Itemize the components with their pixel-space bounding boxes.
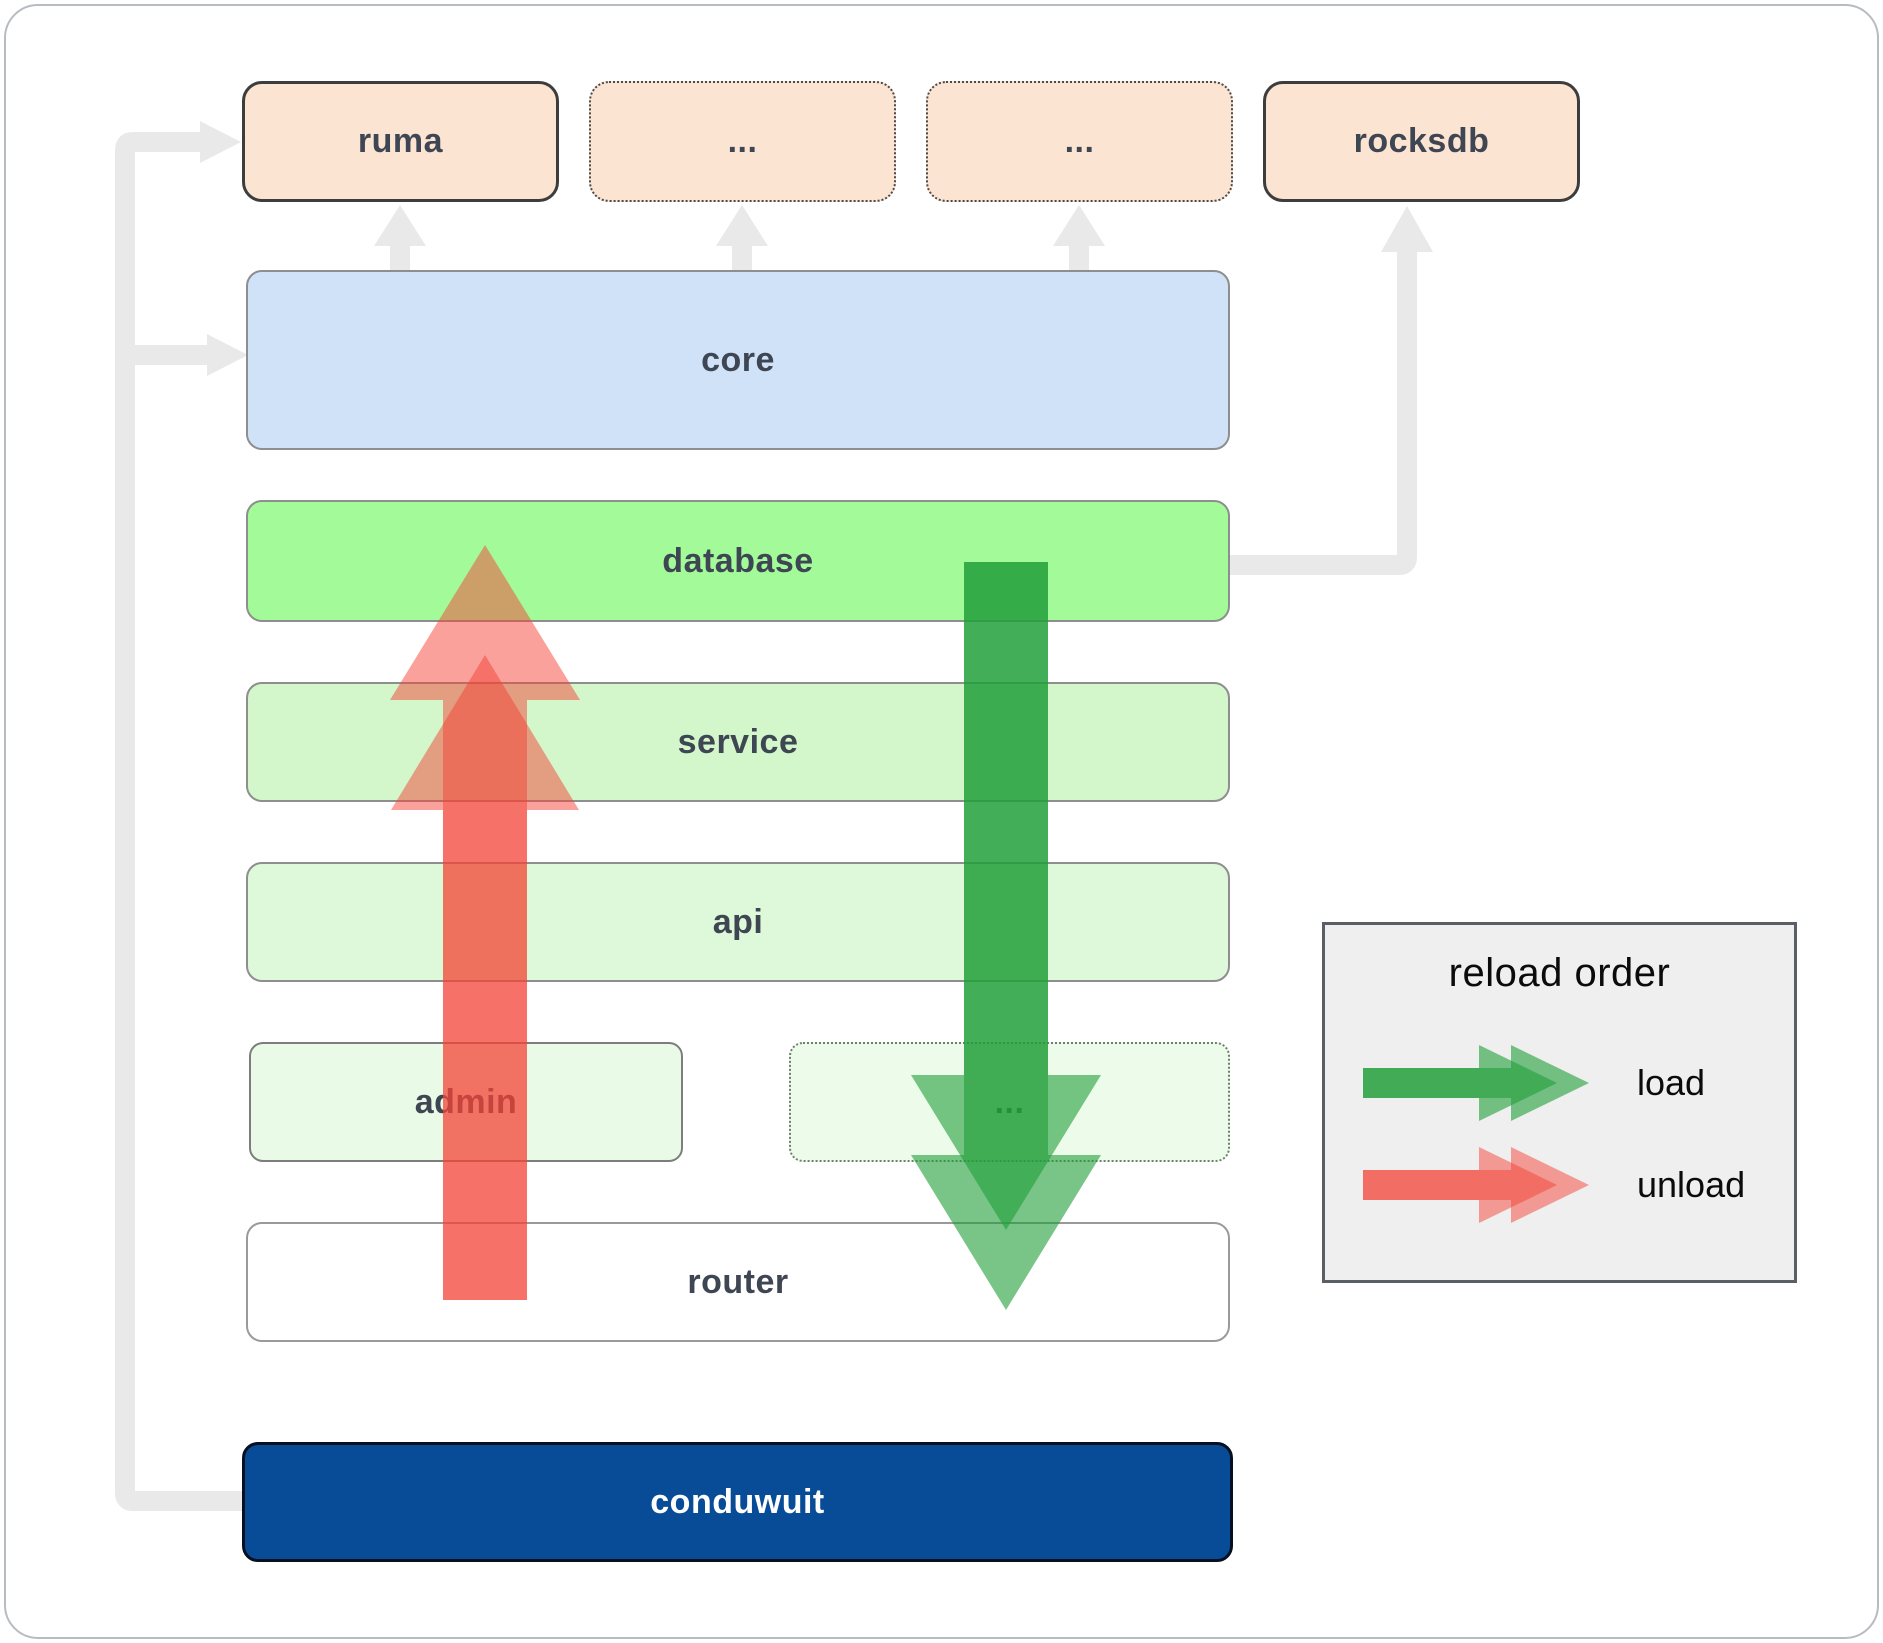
box-core: core: [246, 270, 1230, 450]
box-admin-label: admin: [414, 1082, 518, 1121]
box-core-label: core: [701, 340, 775, 379]
legend-reload-order: reload order load unload: [1322, 922, 1797, 1283]
load-arrow-icon: [1363, 1045, 1589, 1121]
arrowhead-to-ruma-icon: [200, 121, 241, 163]
box-conduwuit: conduwuit: [242, 1442, 1233, 1562]
legend-item-load: load: [1325, 1037, 1794, 1129]
box-rocksdb-label: rocksdb: [1353, 122, 1490, 160]
legend-title: reload order: [1448, 951, 1671, 995]
core-ruma-arrowhead-icon: [374, 205, 426, 246]
box-admin: admin: [249, 1042, 683, 1162]
box-service-label: service: [677, 722, 799, 761]
load-arrow-icon-short: [1363, 1045, 1557, 1121]
legend-load-label: load: [1637, 1062, 1706, 1103]
box-service: service: [246, 682, 1230, 802]
box-admin-more: ...: [789, 1042, 1230, 1162]
box-api: api: [246, 862, 1230, 982]
trunk-line: [115, 132, 242, 1511]
outer-frame-border: [4, 4, 1879, 1639]
box-crate-a: ...: [589, 81, 896, 202]
box-api-label: api: [712, 902, 764, 941]
arrowhead-to-core-icon: [207, 334, 248, 376]
box-rocksdb: rocksdb: [1263, 81, 1580, 202]
database-to-rocksdb-connector: [1228, 206, 1433, 575]
box-router-label: router: [687, 1262, 789, 1301]
box-ruma: ruma: [242, 81, 559, 202]
legend-unload-label: unload: [1637, 1164, 1746, 1205]
arrowhead-to-rocksdb-icon: [1381, 206, 1433, 252]
legend-item-unload: unload: [1325, 1139, 1794, 1231]
core-crate-b-arrowhead-icon: [1053, 205, 1105, 246]
trunk-connector: [115, 121, 248, 1511]
box-conduwuit-label: conduwuit: [650, 1482, 825, 1521]
unload-arrow-icon-short: [1363, 1147, 1557, 1223]
box-database-label: database: [662, 541, 814, 580]
box-admin-more-label: ...: [994, 1082, 1025, 1121]
box-ruma-label: ruma: [357, 122, 444, 160]
unload-arrow-icon: [1363, 1147, 1589, 1223]
core-crate-a-arrowhead-icon: [716, 205, 768, 246]
box-database: database: [246, 500, 1230, 622]
box-router: router: [246, 1222, 1230, 1342]
database-rocksdb-line: [1228, 250, 1417, 575]
box-crate-b: ...: [926, 81, 1233, 202]
core-to-crates-connectors: [374, 205, 1105, 272]
box-crate-a-label: ...: [727, 122, 758, 160]
box-crate-b-label: ...: [1064, 122, 1095, 160]
